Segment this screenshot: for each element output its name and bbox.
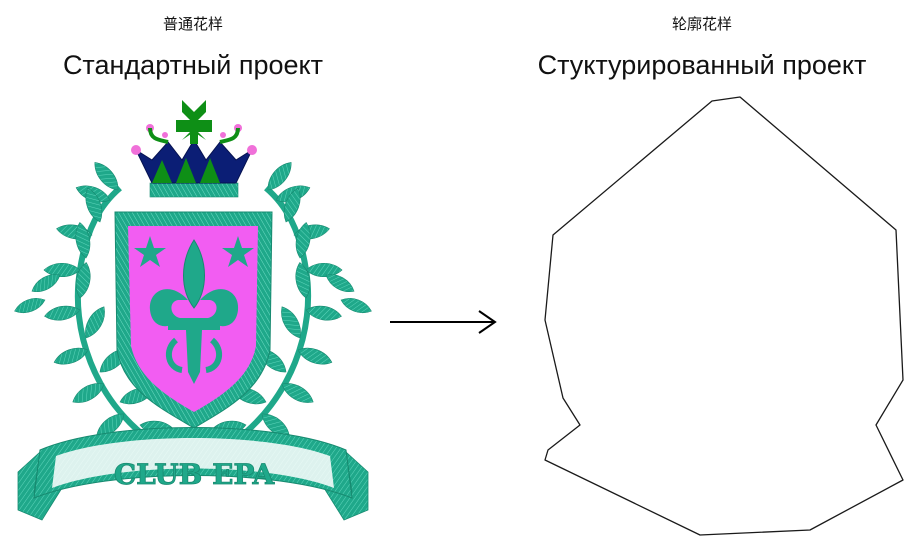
standard-design-caption-ru: Стандартный проект	[62, 50, 324, 80]
shield	[114, 211, 273, 429]
crown	[131, 100, 257, 198]
ribbon-banner: CLUB EPA	[17, 427, 369, 521]
right-arrow-icon	[390, 310, 497, 334]
structured-design-caption-ru: Стуктурированный проект	[537, 50, 867, 80]
embroidered-crest-image: CLUB EPA	[12, 100, 374, 521]
banner-text: CLUB EPA	[114, 458, 276, 491]
right-laurel-branch	[209, 157, 374, 443]
standard-design-caption-cn: 普通花样	[162, 15, 223, 33]
left-laurel-branch	[12, 157, 177, 443]
structured-design-caption-cn: 轮廓花样	[671, 15, 732, 33]
crest-outline-image	[544, 96, 904, 536]
